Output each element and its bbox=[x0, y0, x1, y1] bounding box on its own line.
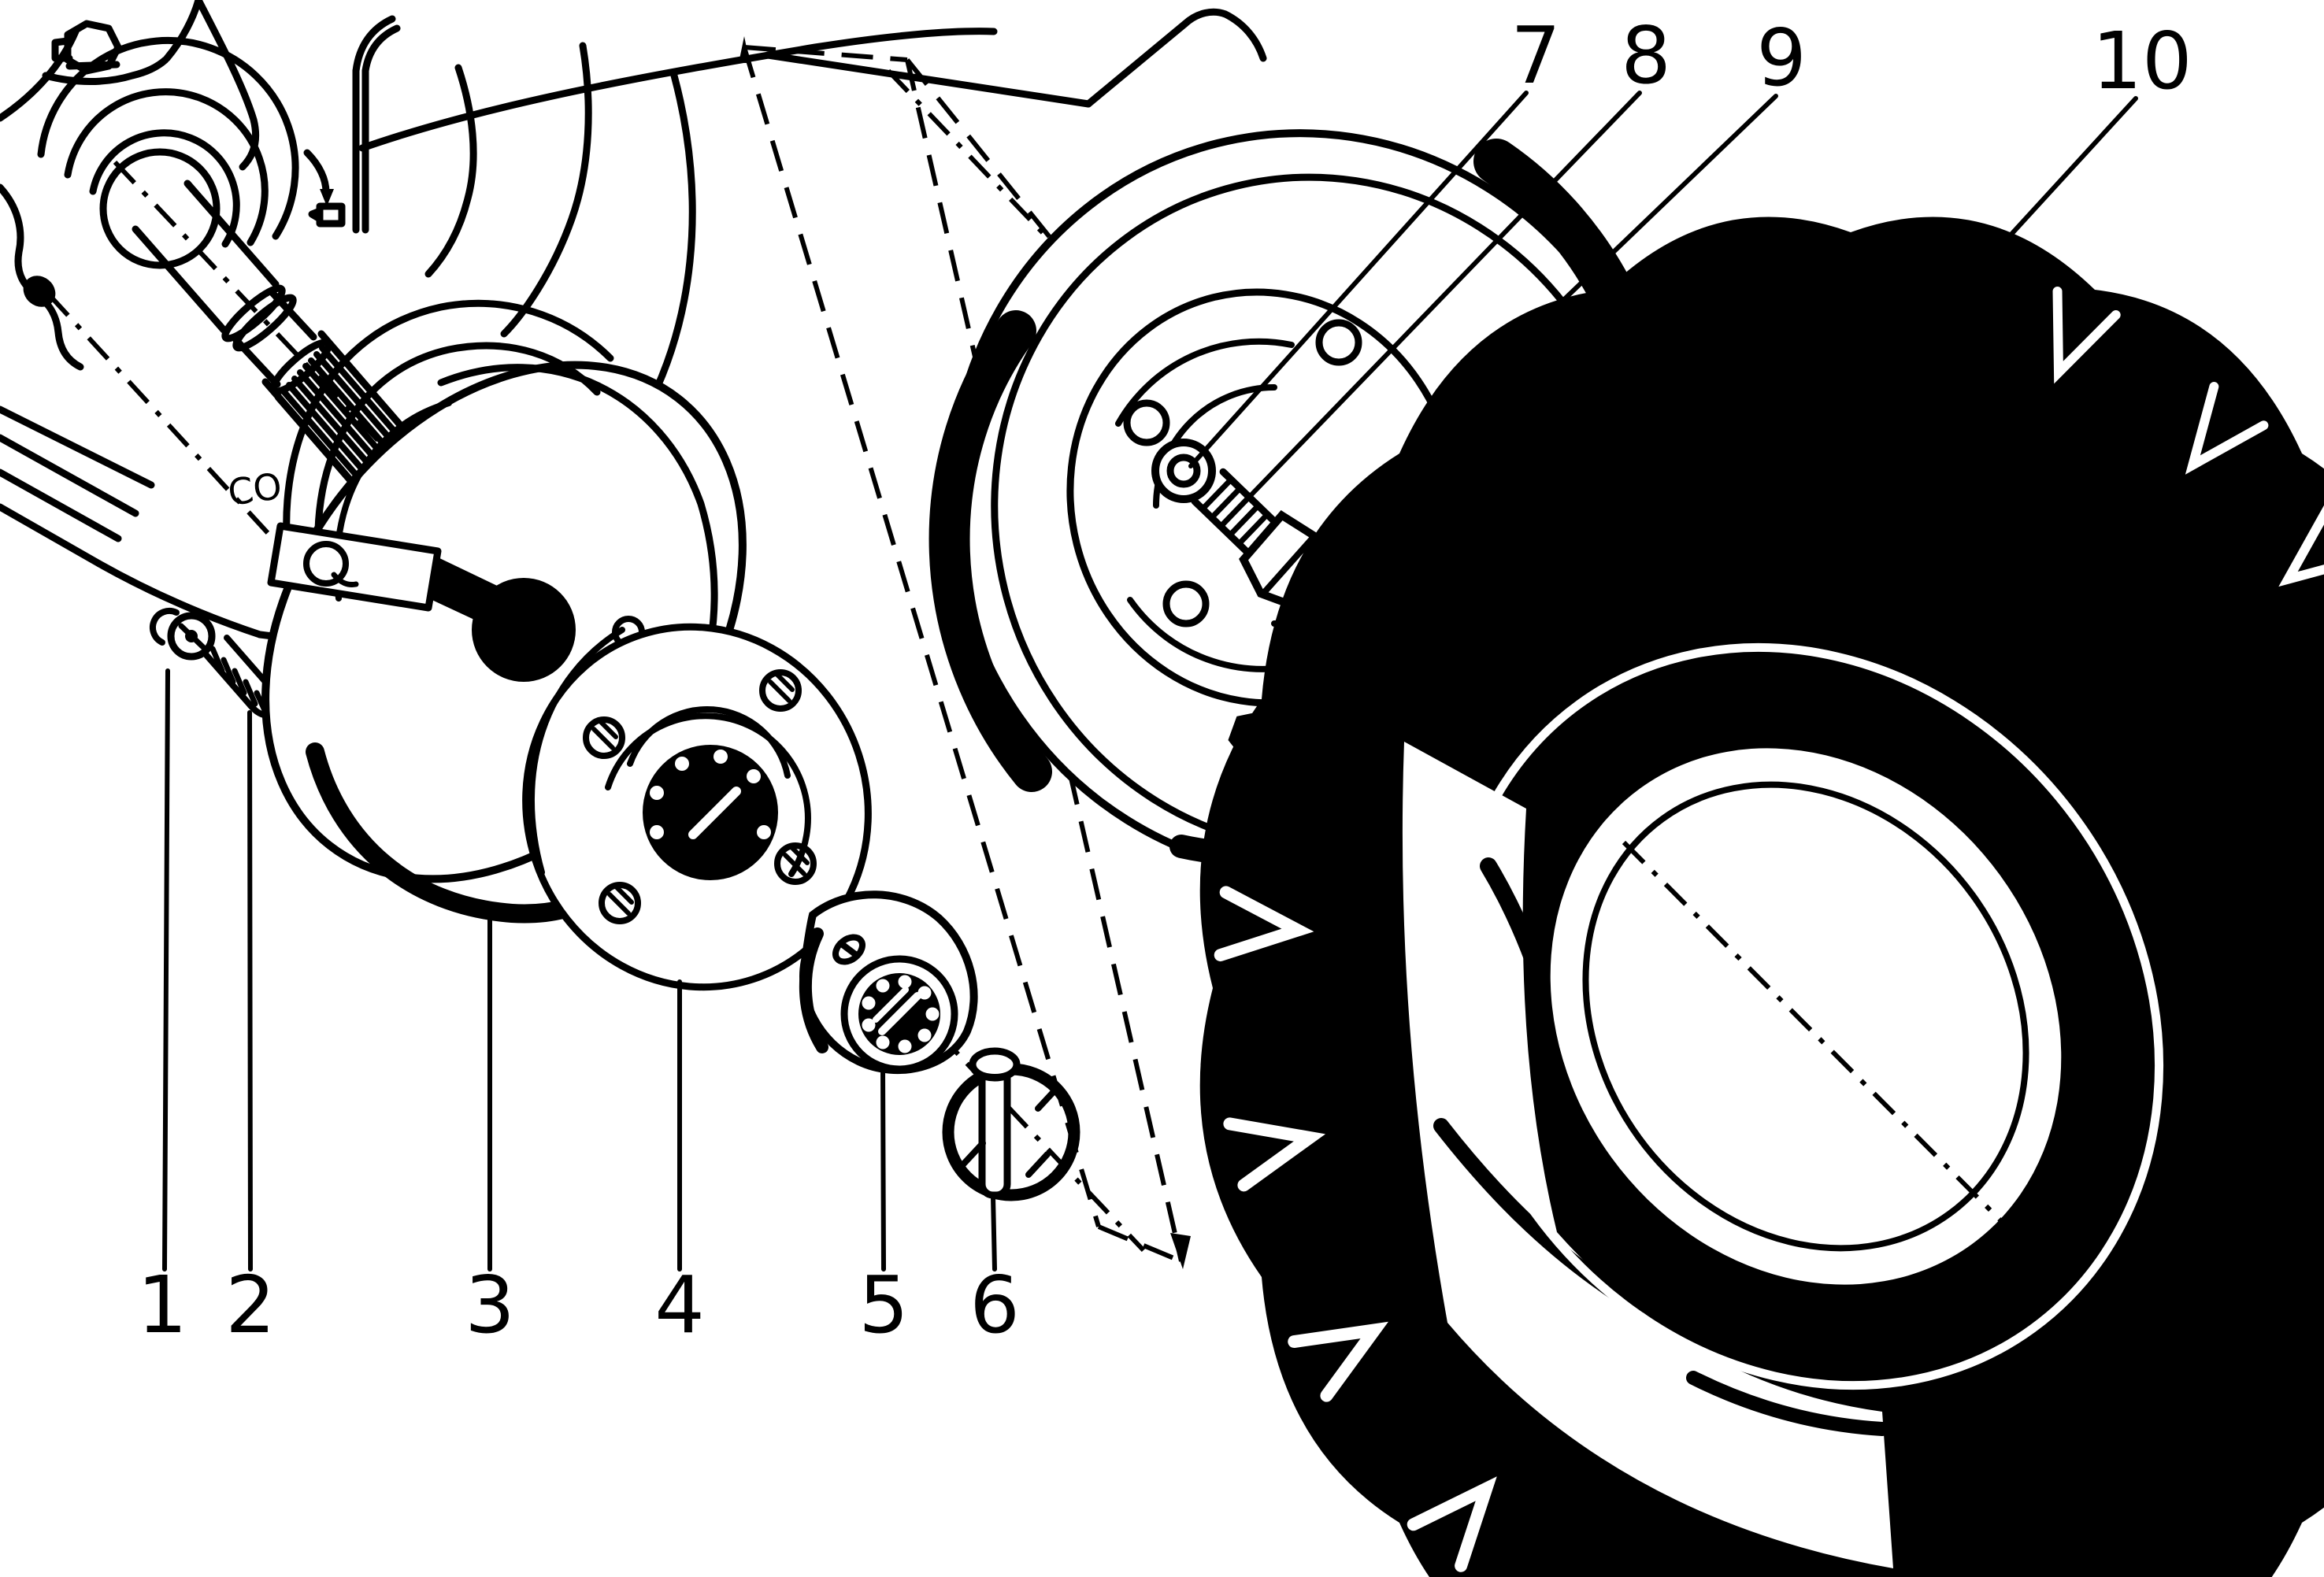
tyre-part10 bbox=[1199, 217, 2324, 1577]
leader-9 bbox=[1295, 94, 1778, 557]
housing-body-edge bbox=[195, 0, 260, 171]
rim-crescent-left bbox=[928, 310, 1052, 792]
leader-8 bbox=[1234, 91, 1642, 513]
callout-5: 5 bbox=[858, 1259, 909, 1351]
bracket-axis bbox=[46, 292, 280, 546]
boss-outer-arc bbox=[37, 36, 299, 240]
leader-10 bbox=[1910, 96, 2138, 345]
drum-lip-outer bbox=[283, 299, 614, 587]
filler-tube bbox=[352, 15, 401, 234]
frame-tube-lines bbox=[0, 405, 264, 639]
flange-mount-hole bbox=[23, 276, 56, 307]
callout-9: 9 bbox=[1756, 12, 1807, 104]
housing-top-contour bbox=[163, 0, 202, 62]
splined-collar-part5 bbox=[799, 890, 978, 1075]
drum-lip-inner bbox=[314, 342, 601, 588]
boss-face-circle bbox=[99, 148, 221, 269]
housing-bolt bbox=[51, 20, 122, 75]
bore-spline-teeth bbox=[650, 750, 771, 839]
wheel-axis-lower bbox=[1622, 840, 2047, 1267]
leader-7 bbox=[1188, 91, 1529, 468]
bolt-thread-lines bbox=[209, 646, 268, 713]
fender-vee-contour bbox=[764, 8, 1267, 108]
panel-arrow-top bbox=[739, 36, 750, 63]
callout-2: 2 bbox=[225, 1259, 276, 1351]
callout-1: 1 bbox=[137, 1259, 187, 1351]
flange-boss-inner-arc bbox=[627, 705, 791, 779]
boss-lip-arc bbox=[89, 129, 240, 248]
leader-5 bbox=[880, 1064, 886, 1272]
callout-leaders bbox=[162, 91, 2138, 1272]
tread-chevron-lugs bbox=[1228, 229, 1904, 857]
leader-1 bbox=[162, 668, 170, 1272]
collar-shade bbox=[799, 927, 828, 1053]
linch-pin-part6 bbox=[942, 1047, 1080, 1201]
shaft-mark-label: CO bbox=[225, 465, 284, 514]
collar-spline-teeth bbox=[862, 975, 940, 1053]
screw-head bbox=[167, 612, 216, 661]
callout-10: 10 bbox=[2092, 15, 2192, 107]
bead-separation-ring bbox=[1447, 642, 2164, 1390]
panel-arrow-bottom bbox=[1170, 1233, 1191, 1269]
housing-bracket-curve bbox=[42, 56, 169, 85]
neck-curve-left bbox=[424, 64, 477, 278]
lug-vee-cuts bbox=[1214, 287, 2324, 1572]
callout-4: 4 bbox=[654, 1259, 705, 1351]
pointer-arrow bbox=[303, 149, 334, 206]
leader-6 bbox=[991, 1194, 997, 1272]
grease-fitting bbox=[308, 202, 346, 228]
sidewall-white-band bbox=[1402, 742, 1893, 1568]
pin-shading-slashes bbox=[959, 1083, 1062, 1178]
bracket-link bbox=[425, 556, 510, 630]
callout-3: 3 bbox=[465, 1259, 515, 1351]
callout-8: 8 bbox=[1621, 9, 1671, 102]
bore-inner-line bbox=[1582, 781, 2029, 1252]
spring-washer bbox=[150, 608, 180, 646]
callout-numbers: 1 2 3 4 5 6 7 8 9 10 bbox=[137, 9, 2192, 1351]
hub-flange-part4 bbox=[522, 623, 872, 991]
boss-mid-arc bbox=[64, 88, 269, 246]
callout-6: 6 bbox=[969, 1259, 1020, 1351]
flange-boss-ring bbox=[605, 713, 811, 877]
flange-thickness-arc bbox=[528, 627, 625, 875]
callout-7: 7 bbox=[1510, 9, 1561, 102]
screw-with-washer-part1 bbox=[150, 608, 216, 661]
